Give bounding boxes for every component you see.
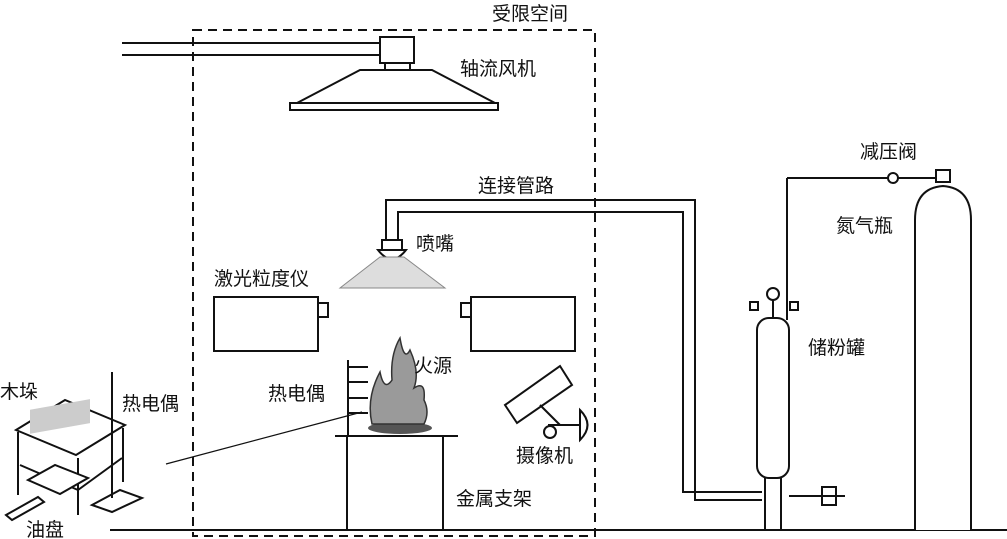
confined-space-boundary — [192, 29, 596, 537]
axial-fan — [122, 36, 499, 111]
nitrogen-cylinder — [787, 169, 972, 530]
thermocouple-inner-label: 热电偶 — [268, 383, 325, 405]
metal-stand — [335, 360, 458, 530]
confined-space-label: 受限空间 — [492, 3, 568, 25]
nozzle-label: 喷嘴 — [416, 233, 454, 255]
thermocouple-outer-label: 热电偶 — [122, 393, 179, 415]
fire-source-label: 火源 — [414, 355, 452, 377]
thermocouple-leader-line — [165, 411, 363, 465]
laser-particle-analyzer — [213, 296, 576, 352]
oil-pan-label: 油盘 — [26, 519, 64, 539]
wood-crib-label: 木垛 — [0, 381, 38, 403]
camera-label: 摄像机 — [516, 445, 573, 467]
fire-source-flame — [368, 335, 432, 434]
laser-analyzer-label: 激光粒度仪 — [214, 268, 309, 290]
powder-storage-tank — [749, 178, 845, 530]
camera — [503, 364, 589, 443]
connecting-pipeline — [385, 199, 762, 501]
wood-crib — [4, 372, 145, 522]
pressure-valve-label: 减压阀 — [860, 141, 917, 163]
axial-fan-label: 轴流风机 — [460, 58, 536, 80]
pipeline-label: 连接管路 — [478, 175, 554, 197]
pressure-valve — [887, 172, 899, 184]
powder-tank-label: 储粉罐 — [808, 337, 865, 359]
nozzle — [338, 239, 447, 289]
metal-stand-label: 金属支架 — [456, 488, 532, 510]
nitrogen-cylinder-label: 氮气瓶 — [836, 215, 893, 237]
